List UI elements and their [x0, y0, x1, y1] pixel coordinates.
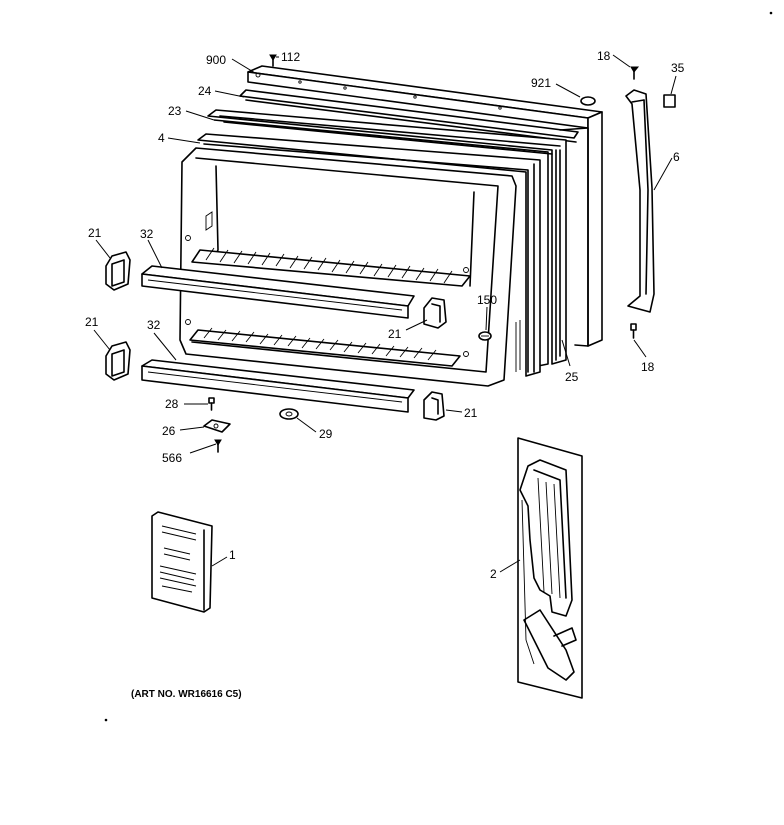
speck — [769, 11, 773, 15]
screw-566 — [214, 439, 222, 453]
callout-900: 900 — [206, 53, 226, 67]
callout-35: 35 — [671, 61, 685, 75]
pin-28 — [208, 397, 215, 411]
callout-18-bottom: 18 — [641, 360, 655, 374]
callout-21-right-upper: 21 — [388, 327, 402, 341]
screw-150 — [478, 331, 492, 341]
end-cap-left-lower — [105, 341, 131, 381]
callout-28: 28 — [165, 397, 179, 411]
callout-26: 26 — [162, 424, 176, 438]
callout-29: 29 — [319, 427, 333, 441]
end-cap-right-lower — [423, 391, 445, 421]
end-cap-left-upper — [105, 251, 131, 291]
bracket-26 — [203, 419, 231, 433]
washer-29 — [279, 408, 299, 420]
callout-150: 150 — [477, 293, 497, 307]
callout-25: 25 — [565, 370, 579, 384]
screw-18-bottom — [630, 323, 637, 339]
leader-lines — [93, 54, 677, 573]
callout-1: 1 — [229, 548, 236, 562]
stop-35 — [663, 94, 676, 108]
door-liner — [179, 147, 517, 387]
screw-112 — [269, 54, 277, 67]
callout-21-right-lower: 21 — [464, 406, 478, 420]
lower-shelf-ribs — [203, 327, 437, 361]
plug-921 — [580, 96, 596, 106]
callout-24: 24 — [198, 84, 212, 98]
screw-18-top — [630, 66, 640, 80]
callout-18-top: 18 — [597, 49, 611, 63]
upper-shelf-ribs — [205, 247, 453, 284]
shelf-bar-upper — [141, 265, 415, 319]
callout-21-left-lower: 21 — [85, 315, 99, 329]
callout-6: 6 — [673, 150, 680, 164]
callout-921: 921 — [531, 76, 551, 90]
callout-566: 566 — [162, 451, 182, 465]
callout-21-left-upper: 21 — [88, 226, 102, 240]
art-number: (ART NO. WR16616 C5) — [131, 689, 242, 700]
door-panel-2 — [517, 437, 583, 699]
end-cap-right-upper — [423, 297, 447, 329]
shelf-bar-lower — [141, 359, 415, 413]
callout-4: 4 — [158, 131, 165, 145]
callout-23: 23 — [168, 104, 182, 118]
callout-2: 2 — [490, 567, 497, 581]
callout-labels: 900 112 18 35 921 24 23 4 6 21 32 150 21… — [85, 49, 685, 581]
owners-manual-1 — [151, 511, 213, 613]
callout-32-lower: 32 — [147, 318, 161, 332]
door-handle-6 — [625, 89, 655, 313]
callout-32-upper: 32 — [140, 227, 154, 241]
door-top-cap — [247, 65, 603, 347]
speck — [104, 718, 108, 722]
callout-112: 112 — [281, 50, 300, 64]
